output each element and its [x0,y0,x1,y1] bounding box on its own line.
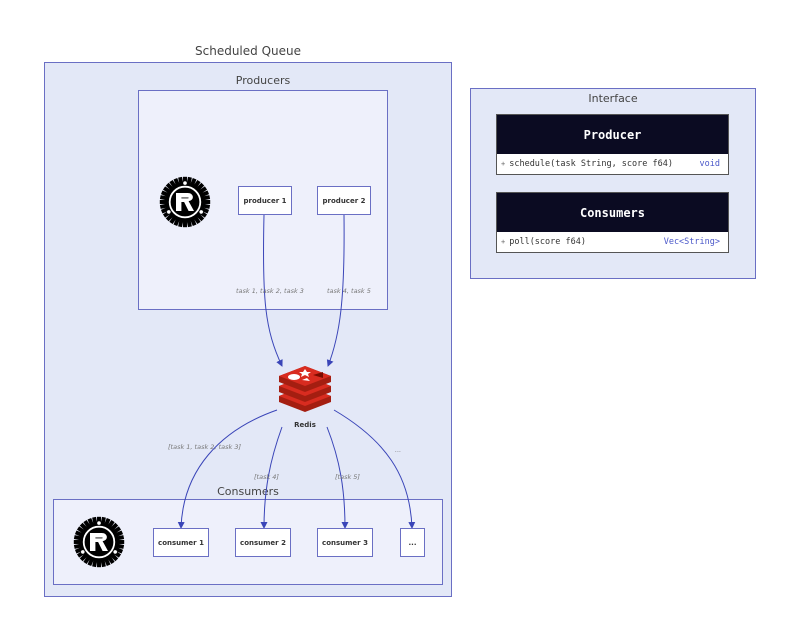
consumer-node-3[interactable]: consumer 3 [317,528,373,557]
consumer-node-1[interactable]: consumer 1 [153,528,209,557]
consumers-title: Consumers [217,485,279,498]
consumer-method-row: + poll(score f64) Vec<String> [497,232,728,252]
edge-label-producer2: task 4, task 5 [327,287,371,295]
interface-title: Interface [588,92,638,105]
consumer-class-box[interactable]: Consumers + poll(score f64) Vec<String> [496,192,729,253]
queue-title: Scheduled Queue [195,44,301,58]
visibility-marker: + [501,238,506,246]
edge-label-consumer2: [task 4] [254,473,279,481]
edge-label-producer1: task 1, task 2, task 3 [236,287,304,295]
producer-method-return: void [699,159,720,169]
visibility-marker: + [501,160,506,168]
edge-label-consumer4: ... [395,446,402,454]
producer-node-2[interactable]: producer 2 [317,186,371,215]
redis-label: Redis [294,421,316,429]
consumer-method-signature: poll(score f64) [509,237,586,247]
producer-method-signature: schedule(task String, score f64) [509,159,673,169]
rust-logo-icon [73,516,125,568]
consumer-node-2[interactable]: consumer 2 [235,528,291,557]
producer-class-box[interactable]: Producer + schedule(task String, score f… [496,114,729,175]
producer-class-header: Producer [497,115,728,154]
edge-label-consumer1: [task 1, task 2, task 3] [168,443,241,451]
consumer-method-return: Vec<String> [663,237,720,247]
edge-label-consumer3: [task 5] [335,473,360,481]
consumer-class-header: Consumers [497,193,728,232]
consumer-node-more[interactable]: ... [400,528,425,557]
rust-logo-icon [159,176,211,228]
producer-node-1[interactable]: producer 1 [238,186,292,215]
producer-method-row: + schedule(task String, score f64) void [497,154,728,174]
producers-title: Producers [235,74,291,87]
redis-logo-icon [279,366,331,412]
